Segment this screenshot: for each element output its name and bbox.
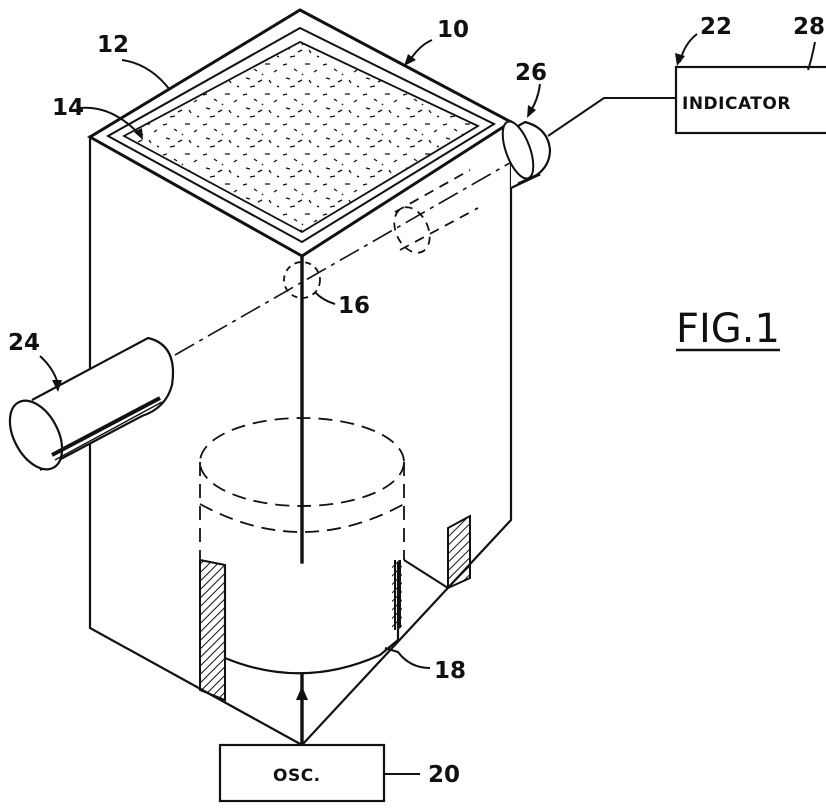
indicator-text: INDICATOR <box>682 94 791 114</box>
leader-18 <box>384 647 431 669</box>
beam-path <box>174 159 516 356</box>
leader-14 <box>79 106 141 136</box>
leader-12 <box>121 59 171 91</box>
transducer <box>199 417 471 702</box>
label-16: 16 <box>338 293 370 319</box>
leader-16 <box>314 291 336 305</box>
left-wall-cutaway <box>199 558 226 702</box>
transducer-mid-hidden <box>199 503 405 533</box>
container-rim-inner <box>105 26 497 244</box>
label-28: 28 <box>793 14 825 40</box>
point-16-marker <box>283 261 321 299</box>
leader-10 <box>409 39 433 61</box>
label-18: 18 <box>434 658 466 684</box>
figure-title: FIG.1 <box>676 306 780 352</box>
label-12: 12 <box>97 32 129 58</box>
label-22: 22 <box>700 14 732 40</box>
label-24: 24 <box>8 330 40 356</box>
transducer-visible-body <box>223 562 400 675</box>
right-leg-cutaway <box>447 514 471 590</box>
oscillator-text: OSC. <box>273 766 321 786</box>
oscillator-box: OSC. <box>218 743 386 803</box>
sample-surface <box>122 40 480 234</box>
source-cylinder <box>8 336 174 471</box>
label-26: 26 <box>515 60 547 86</box>
label-10: 10 <box>437 17 469 43</box>
leader-28 <box>807 41 816 71</box>
detector-wire <box>547 97 676 137</box>
right-leg-edge <box>403 559 449 589</box>
label-14: 14 <box>52 95 84 121</box>
osc-arrowhead <box>296 686 308 700</box>
detector-cylinder <box>393 120 552 254</box>
indicator-box: INDICATOR <box>674 65 826 135</box>
transducer-shading <box>392 560 402 630</box>
label-20: 20 <box>428 762 460 788</box>
